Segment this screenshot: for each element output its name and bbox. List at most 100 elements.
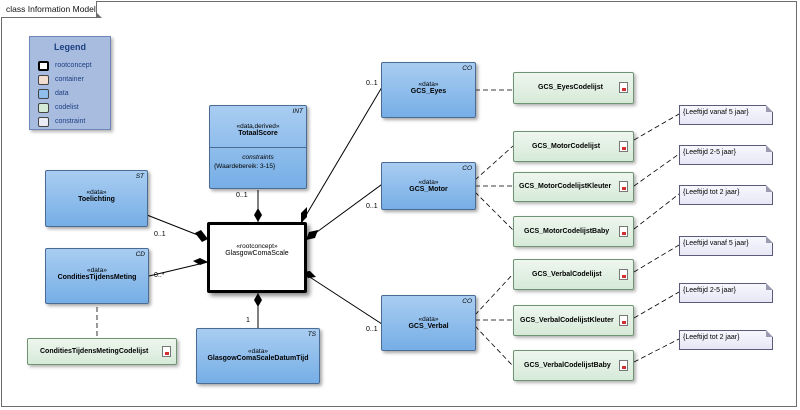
stereotype-label: «data» [87, 267, 107, 274]
codelist-name: GCS_MotorCodelijst [532, 143, 601, 150]
class-name: Toelichting [78, 196, 115, 203]
constraints-heading: constraints [242, 154, 274, 161]
frame-title: class Information Model [1, 1, 102, 18]
multiplicity-motor: 0..1 [366, 203, 378, 210]
stereotype-label: «data» [418, 179, 439, 186]
codelist-name: GCS_VerbalCodelijst [532, 271, 602, 278]
gcs-verbal-codelijst-baby[interactable]: GCS_VerbalCodelijstBaby [513, 350, 634, 381]
note-link-motor-5[interactable] [633, 113, 680, 141]
gcs-verbal-codelijst-kleuter[interactable]: GCS_VerbalCodelijstKleuter [513, 305, 634, 336]
legend-swatch [38, 103, 49, 113]
composition-diamond-motor [306, 230, 318, 240]
multiplicity-totaalscore: 0..1 [236, 192, 248, 199]
note-motor-tot-2[interactable]: {Leeftijd tot 2 jaar} [679, 185, 773, 205]
codelist-icon [619, 314, 628, 326]
stereotype-label: «rootconcept» [236, 243, 278, 250]
codelist-icon [619, 140, 628, 152]
note-link-verbal-5[interactable] [633, 244, 680, 273]
note-link-verbal-baby[interactable] [633, 338, 680, 363]
conditiestijdensmeting-class[interactable]: CD «data» ConditiesTijdensMeting [45, 248, 149, 304]
constraint-value: {Waardebereik: 3-15} [214, 163, 276, 170]
class-name: TotaalScore [238, 130, 278, 137]
legend-label: constraint [55, 118, 86, 125]
gcs-motor-class[interactable]: CO «data» GCS_Motor [381, 162, 476, 210]
stereotype-label: «data,derived» [236, 123, 280, 130]
assoc-condities[interactable] [148, 261, 209, 277]
glasgowcomascale-rootconcept[interactable]: «rootconcept» GlasgowComaScale [207, 222, 307, 293]
class-name: GCS_Verbal [408, 323, 449, 330]
note-link-motor-baby[interactable] [633, 193, 680, 230]
datatype-tag: CD [135, 251, 145, 258]
note-verbal-2-5[interactable]: {Leeftijd 2-5 jaar} [679, 283, 773, 303]
codelist-icon [619, 82, 628, 93]
stereotype-label: «data» [86, 189, 107, 196]
legend-swatch [38, 75, 49, 85]
note-verbal-vanaf-5[interactable]: {Leeftijd vanaf 5 jaar} [679, 236, 773, 256]
class-name: GCS_Eyes [410, 88, 447, 95]
codelist-icon [619, 268, 628, 280]
class-header: «data,derived» TotaalScore [210, 106, 306, 148]
codelist-name: GCS_VerbalCodelijstKleuter [520, 317, 614, 324]
stereotype-label: «data» [418, 81, 439, 88]
class-name: GlasgowComaScale [225, 250, 289, 257]
multiplicity-datumtijd: 1 [246, 317, 250, 324]
legend-title: Legend [53, 42, 86, 52]
datatype-tag: CO [462, 165, 472, 172]
codelist-name: GCS_EyesCodelijst [538, 84, 603, 91]
multiplicity-verbal: 0..1 [366, 326, 378, 333]
legend-swatch [38, 117, 49, 127]
class-name: ConditiesTijdensMeting [57, 274, 137, 281]
multiplicity-eyes: 0..1 [366, 80, 378, 87]
codelist-name: GCS_MotorCodelijstKleuter [519, 183, 612, 190]
codelist-icon [162, 345, 171, 357]
codelist-name: ConditiesTijdensMetingCodelijst [40, 348, 149, 355]
composition-diamond-eyes [301, 207, 307, 223]
legend-label: codelist [55, 104, 79, 111]
stereotype-label: «data» [418, 316, 439, 323]
composition-diamond-toelichting [195, 230, 208, 242]
gcs-motor-codelijst[interactable]: GCS_MotorCodelijst [513, 131, 634, 162]
composition-diamond-totaalscore [254, 208, 262, 222]
composition-diamond-condities [193, 258, 208, 265]
gcs-verbal-class[interactable]: CO «data» GCS_Verbal [381, 295, 476, 351]
assoc-motor[interactable] [305, 181, 386, 241]
codelist-icon [619, 359, 628, 371]
gcs-verbal-codelijst[interactable]: GCS_VerbalCodelijst [513, 259, 634, 290]
stereotype-label: «data» [248, 348, 268, 355]
assoc-eyes[interactable] [301, 81, 386, 223]
datumtijd-class[interactable]: TS «data» GlasgowComaScaleDatumTijd [196, 328, 320, 384]
note-link-verbal-2-5[interactable] [633, 291, 680, 319]
legend-label: container [55, 76, 84, 83]
gcs-motor-codelijst-baby[interactable]: GCS_MotorCodelijstBaby [513, 216, 634, 247]
legend-swatch [38, 89, 49, 99]
gcs-motor-codelijst-kleuter[interactable]: GCS_MotorCodelijstKleuter [513, 172, 634, 202]
dep-motor-codelijst[interactable] [474, 145, 514, 181]
legend-label: data [55, 90, 69, 97]
assoc-verbal[interactable] [301, 271, 386, 327]
datatype-tag: CO [462, 65, 472, 72]
class-name: GCS_Motor [409, 186, 448, 193]
dep-verbal-codelijst[interactable] [474, 273, 514, 316]
legend-panel: Legend rootconcept container data codeli… [29, 36, 111, 130]
dep-motor-baby[interactable] [474, 191, 514, 231]
datatype-tag: ST [135, 173, 144, 180]
codelist-name: GCS_VerbalCodelijstBaby [524, 362, 611, 369]
note-motor-2-5[interactable]: {Leeftijd 2-5 jaar} [679, 145, 773, 165]
toelichting-class[interactable]: ST «data» Toelichting [45, 170, 148, 227]
note-motor-vanaf-5[interactable]: {Leeftijd vanaf 5 jaar} [679, 105, 773, 125]
class-name: GlasgowComaScaleDatumTijd [207, 355, 309, 362]
multiplicity-toelichting: 0..1 [154, 231, 166, 238]
totaalscore-class[interactable]: INT «data,derived» TotaalScore constrain… [209, 105, 307, 189]
conditiestijdensmeting-codelijst[interactable]: ConditiesTijdensMetingCodelijst [27, 338, 177, 365]
composition-diamond-datumtijd [254, 293, 262, 307]
datatype-tag: INT [292, 108, 303, 115]
multiplicity-condities: 0..* [154, 272, 165, 279]
note-verbal-tot-2[interactable]: {Leeftijd tot 2 jaar} [679, 330, 773, 350]
dep-verbal-baby[interactable] [474, 325, 514, 367]
gcs-eyes-codelijst[interactable]: GCS_EyesCodelijst [513, 72, 634, 104]
datatype-tag: TS [307, 331, 316, 338]
note-link-motor-2-5[interactable] [633, 153, 680, 187]
legend-label: rootconcept [55, 62, 92, 69]
gcs-eyes-class[interactable]: CO «data» GCS_Eyes [381, 62, 476, 118]
